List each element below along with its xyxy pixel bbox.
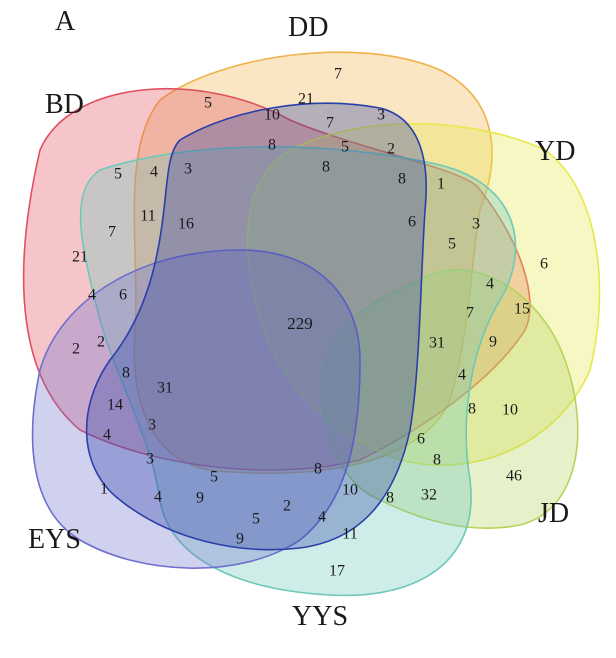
- set-yd-blob: [246, 122, 601, 466]
- region-count: 31: [429, 335, 445, 352]
- region-count: 8: [468, 401, 476, 418]
- region-count: 7: [466, 305, 474, 322]
- set-center-blob: [85, 102, 427, 551]
- region-count: 14: [107, 397, 123, 414]
- panel-label: A: [55, 6, 76, 37]
- region-count: 8: [314, 461, 322, 478]
- region-count: 11: [140, 208, 155, 225]
- set-label-jd: JD: [538, 498, 569, 529]
- region-count: 3: [148, 417, 156, 434]
- set-label-bd: BD: [45, 89, 84, 120]
- region-count: 8: [433, 452, 441, 469]
- region-count: 15: [514, 301, 530, 318]
- region-count: 6: [119, 287, 127, 304]
- region-count: 21: [72, 249, 88, 266]
- region-count: 7: [326, 115, 334, 132]
- region-count: 11: [342, 526, 357, 543]
- region-count: 9: [489, 334, 497, 351]
- region-count: 6: [540, 256, 548, 273]
- region-count: 2: [97, 334, 105, 351]
- region-count: 6: [417, 431, 425, 448]
- region-count: 4: [318, 509, 326, 526]
- region-count: 2: [72, 341, 80, 358]
- region-count: 7: [108, 224, 116, 241]
- region-count: 6: [408, 214, 416, 231]
- region-count: 7: [334, 66, 342, 83]
- set-yys-blob: [79, 146, 517, 597]
- region-count: 5: [252, 511, 260, 528]
- region-count: 17: [329, 563, 345, 580]
- region-count: 1: [100, 481, 108, 498]
- region-count: 10: [342, 482, 358, 499]
- region-count: 3: [146, 451, 154, 468]
- set-jd-blob: [321, 269, 579, 529]
- set-label-yys: YYS: [292, 601, 348, 632]
- region-count: 4: [458, 367, 466, 384]
- region-count: 4: [103, 427, 111, 444]
- region-count: 5: [448, 236, 456, 253]
- region-count: 3: [377, 107, 385, 124]
- region-count: 8: [122, 365, 130, 382]
- region-count: 32: [421, 487, 437, 504]
- region-count: 5: [210, 469, 218, 486]
- region-count: 10: [502, 402, 518, 419]
- region-count: 3: [184, 161, 192, 178]
- region-count: 31: [157, 380, 173, 397]
- set-eys-blob: [31, 249, 361, 569]
- region-count: 4: [154, 489, 162, 506]
- region-count-all-sets: 229: [287, 314, 313, 333]
- region-count: 4: [150, 164, 158, 181]
- region-count: 46: [506, 468, 522, 485]
- region-count: 1: [437, 176, 445, 193]
- region-count: 16: [178, 216, 194, 233]
- region-count: 8: [386, 490, 394, 507]
- region-count: 4: [486, 276, 494, 293]
- region-count: 2: [387, 141, 395, 158]
- region-count: 5: [114, 166, 122, 183]
- region-count: 2: [283, 498, 291, 515]
- region-count: 3: [472, 216, 480, 233]
- region-count: 8: [322, 159, 330, 176]
- set-label-yd: YD: [535, 136, 575, 167]
- region-count: 5: [341, 139, 349, 156]
- region-count: 10: [264, 107, 280, 124]
- region-count: 9: [196, 490, 204, 507]
- set-bd-blob: [22, 88, 531, 471]
- region-count: 4: [88, 287, 96, 304]
- region-counts: 7 5 21 10 3 7 2 5 8 8 5 4 3 1 8 11 16 6 …: [72, 66, 548, 580]
- region-count: 5: [204, 95, 212, 112]
- set-label-eys: EYS: [28, 524, 81, 555]
- region-count: 8: [398, 171, 406, 188]
- region-count: 21: [298, 91, 314, 108]
- region-count: 9: [236, 531, 244, 548]
- region-count: 8: [268, 137, 276, 154]
- set-label-dd: DD: [288, 12, 328, 43]
